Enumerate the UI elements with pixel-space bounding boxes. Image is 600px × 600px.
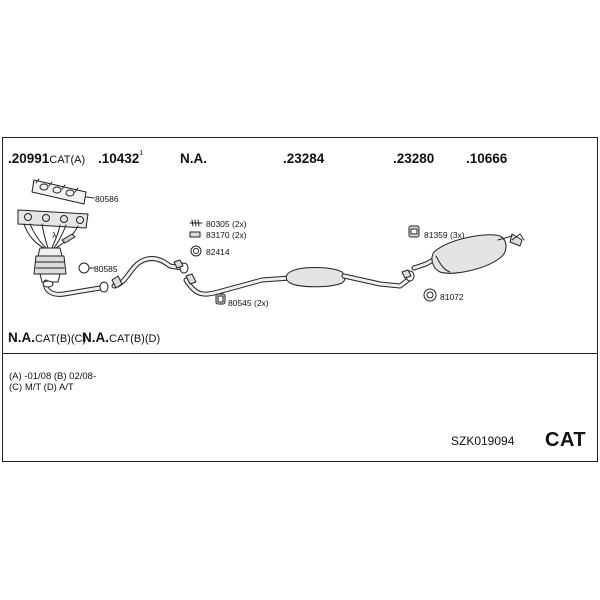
front-pipe-drawing: [42, 262, 109, 297]
variant-b-d: N.A.CAT(B)(D): [82, 330, 161, 345]
label-83170: 83170 (2x): [206, 230, 247, 240]
svg-text:λ: λ: [52, 231, 57, 240]
label-80305: 80305 (2x): [206, 219, 247, 229]
label-80586: 80586: [95, 194, 119, 204]
part-number-na: N.A.: [180, 151, 207, 166]
part-number-tailpipe: .10666: [466, 151, 508, 166]
label-81359: 81359 (3x): [424, 230, 465, 240]
center-pipe-drawing: [183, 267, 415, 305]
rear-silencer-drawing: [408, 225, 525, 302]
hardware-drawing: [189, 219, 203, 257]
note-line-1: (A) -01/08 (B) 02/08-: [9, 371, 97, 382]
note-line-2: (C) M/T (D) A/T: [9, 382, 74, 393]
category-badge: CAT: [545, 429, 587, 451]
divider-variants: [2, 353, 598, 354]
diagram-frame: [2, 137, 598, 462]
part-number-manifold: .20991CAT(A): [8, 151, 86, 166]
label-80585: 80585: [94, 264, 118, 274]
intermediate-pipe-drawing: [111, 256, 189, 289]
label-81072: 81072: [440, 292, 464, 302]
part-number-front-pipe: .104321: [98, 150, 144, 166]
label-80545: 80545 (2x): [228, 298, 269, 308]
part-number-rear-silencer: .23280: [393, 151, 435, 166]
manifold-catalyst-drawing: λ: [17, 209, 89, 283]
manifold-gasket-drawing: [31, 178, 95, 205]
label-82414: 82414: [206, 247, 230, 257]
kit-code: SZK019094: [451, 434, 515, 448]
variant-b-c: N.A.CAT(B)(C): [8, 330, 87, 345]
part-number-center-pipe: .23284: [283, 151, 325, 166]
